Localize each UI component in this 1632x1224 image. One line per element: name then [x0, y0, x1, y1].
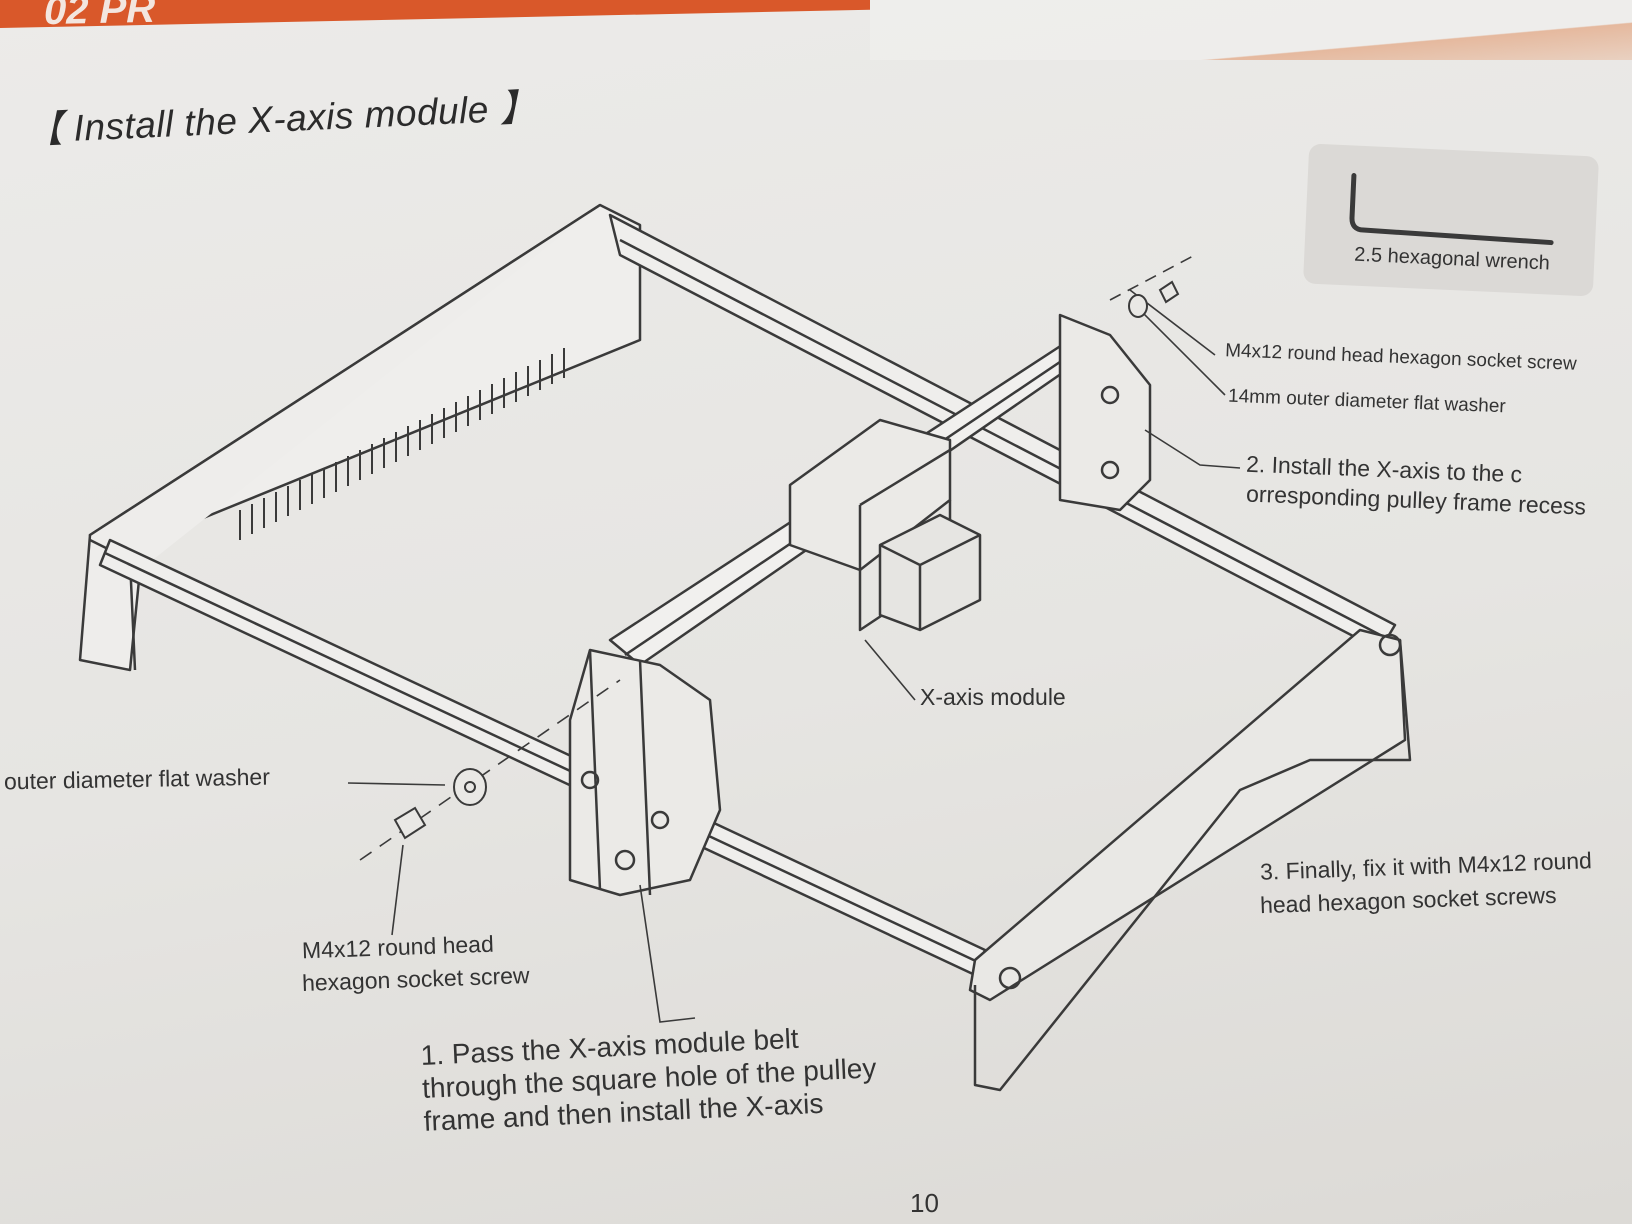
screw-left-part: [393, 806, 427, 840]
right-pulley-frame: [1058, 313, 1152, 512]
page-number: 10: [910, 1188, 939, 1218]
hex-wrench-icon: [1349, 173, 1554, 246]
callout-step1: 1. Pass the X-axis module belt through t…: [420, 1019, 879, 1138]
callout-x-axis-module: X-axis module: [920, 684, 1066, 710]
laser-head: [878, 513, 982, 632]
header-band-right: [870, 0, 1632, 60]
callout-washer-left: outer diameter flat washer: [3, 763, 271, 795]
tool-box: 2.5 hexagonal wrench: [1302, 143, 1600, 297]
